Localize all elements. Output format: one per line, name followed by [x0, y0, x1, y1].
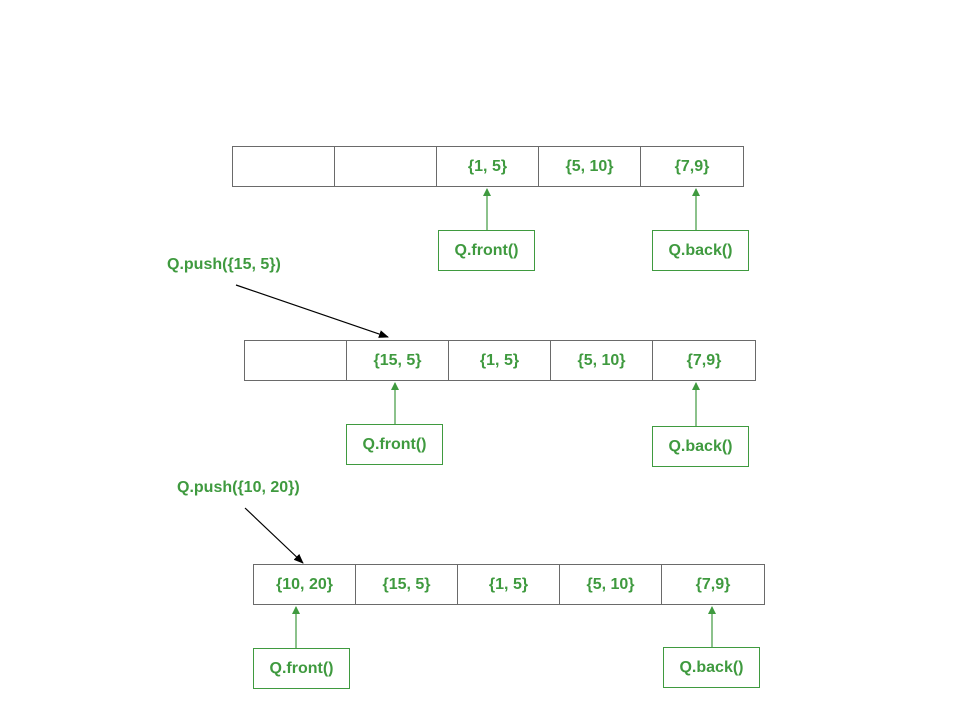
push-operation-label: Q.push({15, 5})	[167, 256, 281, 273]
queue-cell: {7,9}	[674, 157, 710, 175]
back-pointer-box: Q.back()	[652, 230, 749, 271]
queue-cell	[245, 341, 347, 380]
queue-cell	[233, 147, 335, 186]
front-pointer-box: Q.front()	[438, 230, 535, 271]
queue-row-2: {15, 5} {1, 5} {5, 10} {7,9}	[244, 340, 756, 381]
queue-cell: {7,9}	[686, 351, 722, 369]
queue-row-3: {10, 20} {15, 5} {1, 5} {5, 10} {7,9}	[253, 564, 765, 605]
queue-cell: {5, 10}	[560, 565, 662, 604]
back-pointer-box: Q.back()	[652, 426, 749, 467]
queue-cell: {15, 5}	[356, 565, 458, 604]
push-operation-label: Q.push({10, 20})	[177, 479, 300, 496]
queue-cell: {1, 5}	[449, 341, 551, 380]
push-arrow	[244, 507, 304, 564]
front-pointer-box: Q.front()	[346, 424, 443, 465]
queue-cell: {5, 10}	[551, 341, 653, 380]
queue-cell	[335, 147, 437, 186]
front-pointer-box: Q.front()	[253, 648, 350, 689]
queue-cell: {1, 5}	[458, 565, 560, 604]
queue-cell: {5, 10}	[539, 147, 641, 186]
queue-cell: {15, 5}	[347, 341, 449, 380]
back-pointer-box: Q.back()	[663, 647, 760, 688]
queue-cell: {1, 5}	[437, 147, 539, 186]
queue-cell: {7,9}	[695, 575, 731, 593]
push-arrow	[235, 284, 389, 338]
queue-row-1: {1, 5} {5, 10} {7,9}	[232, 146, 744, 187]
queue-cell: {10, 20}	[254, 565, 356, 604]
